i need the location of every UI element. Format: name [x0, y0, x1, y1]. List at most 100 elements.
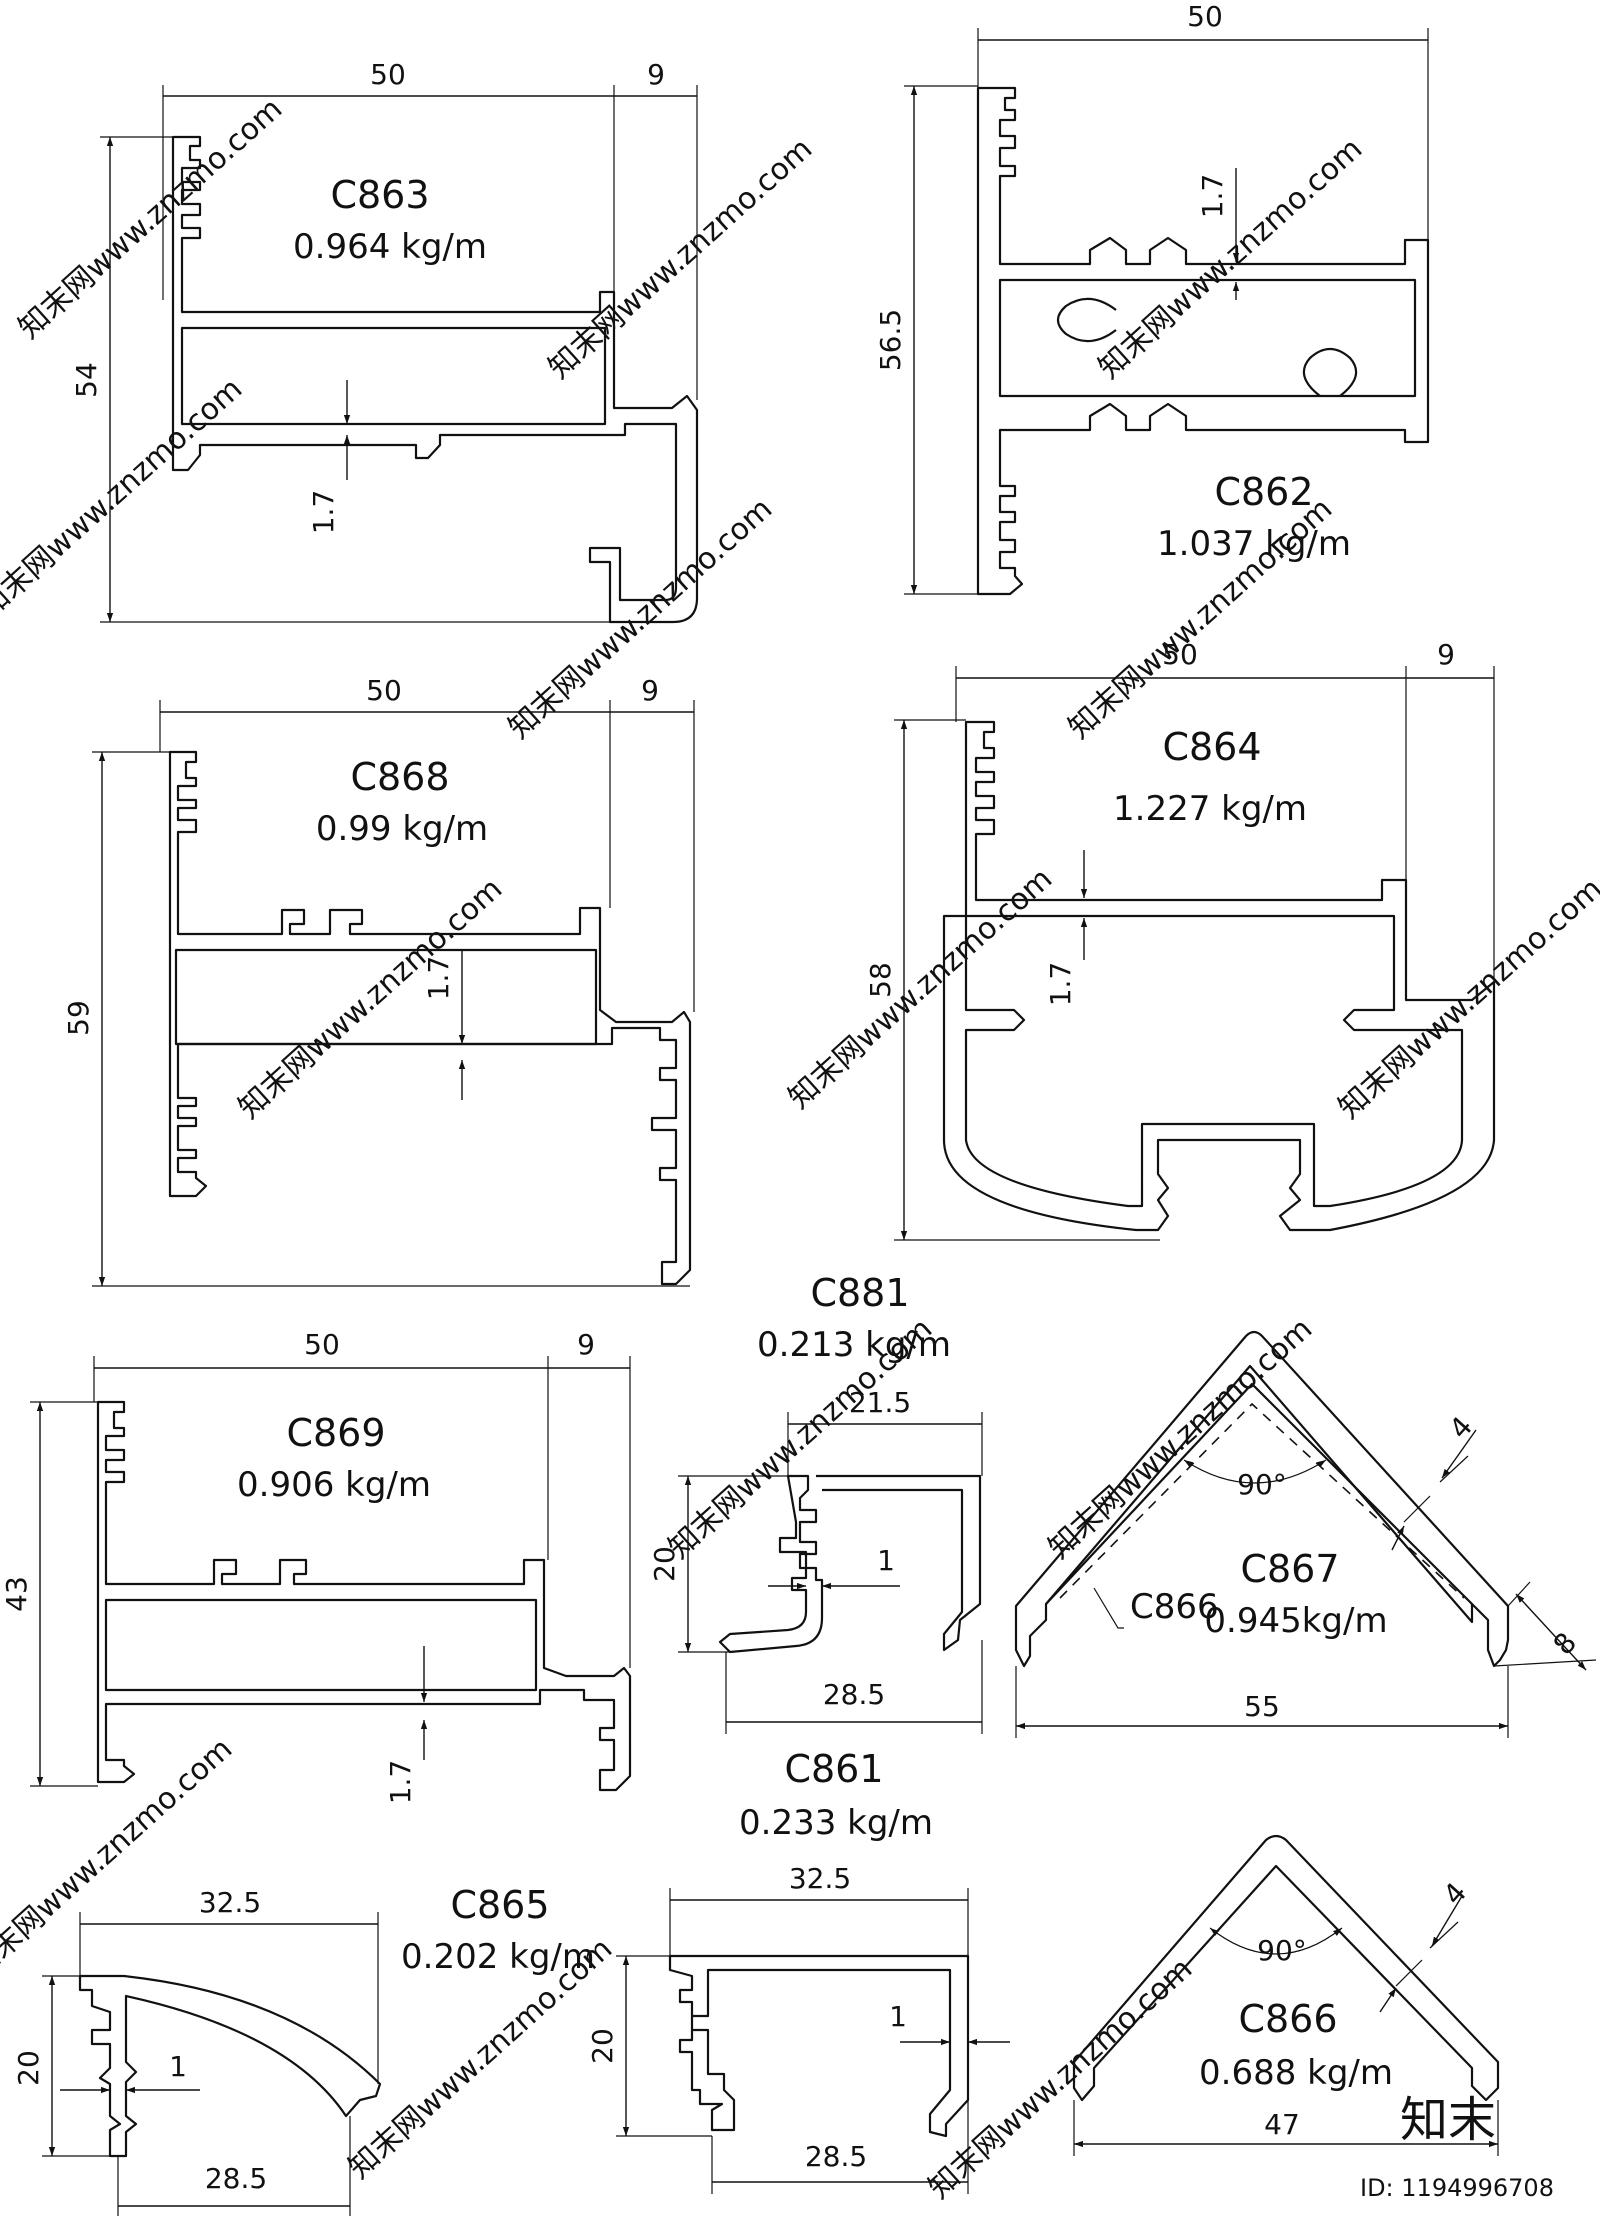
profile-slot [1302, 347, 1358, 397]
watermark-text: 知末网www.znzmo.com [1332, 871, 1600, 1126]
profile-c865: 32.5 20 1 28.5 C865 0.202 kg/m [12, 1883, 595, 2216]
watermark-text: 知末网www.znzmo.com [0, 1731, 239, 1986]
dim-width: 50 [370, 58, 406, 91]
profile-c861: 32.5 20 1 28.5 C861 0.233 kg/m [586, 1747, 1010, 2194]
watermark-text: 知末网www.znzmo.com [502, 491, 779, 746]
profile-code: C868 [350, 755, 449, 799]
profile-c867: 90° 4 8 55 C866 C867 0.945kg/m [1014, 1330, 1597, 1738]
dim-lip: 9 [577, 1328, 595, 1361]
profile-c868: 50 9 59 1.7 C868 0.99 kg/m [62, 674, 695, 1287]
callout-leader [1093, 1587, 1124, 1629]
dim-bottom: 28.5 [205, 2162, 267, 2195]
dim-top: 32.5 [199, 1886, 261, 1919]
profile-outline-top [816, 1474, 982, 1652]
profile-outline [78, 1974, 382, 2158]
profile-c862: 50 56.5 1.7 C862 1.037 kg/m [874, 0, 1430, 596]
dim-lip: 9 [1437, 638, 1455, 671]
dim-height: 59 [62, 1000, 95, 1036]
profile-hidden-c866 [1059, 1402, 1465, 1599]
profile-chamber [998, 278, 1417, 398]
ext-line [1395, 1959, 1423, 1987]
dim-line [1441, 1429, 1477, 1479]
dim-angle-arc [1209, 1927, 1343, 1955]
profile-code: C865 [450, 1883, 549, 1927]
dim-wall: 1.7 [1196, 174, 1229, 219]
profile-code: C864 [1162, 725, 1261, 769]
dim-leg: 8 [1547, 1626, 1583, 1661]
profile-slot [1056, 297, 1117, 343]
profile-outline [171, 135, 699, 624]
ext-line [1493, 1659, 1597, 1667]
dim-width: 50 [304, 1328, 340, 1361]
dim-bottom: 28.5 [805, 2140, 867, 2173]
dim-height: 20 [586, 2028, 619, 2064]
dim-width: 50 [1187, 0, 1223, 33]
profile-c881: 21.5 20 1 28.5 C881 0.213 kg/m [648, 1271, 983, 1734]
dim-line [1391, 1525, 1405, 1551]
profile-code: C867 [1240, 1547, 1339, 1591]
dim-line [1431, 1895, 1463, 1947]
profile-chamber [174, 948, 598, 1046]
profile-weight: 0.233 kg/m [739, 1803, 933, 1843]
profile-chamber [104, 1598, 538, 1692]
dim-height: 43 [0, 1576, 33, 1612]
dim-line [1515, 1593, 1587, 1671]
profile-code: C863 [330, 173, 429, 217]
profile-code: C866 [1238, 1997, 1337, 2041]
ext-line [1403, 1495, 1431, 1523]
dim-wall: 1.7 [307, 490, 340, 535]
profile-weight: 1.037 kg/m [1157, 524, 1351, 564]
brand-logo: 知末 [1400, 2092, 1496, 2148]
dim-top: 21.5 [849, 1386, 911, 1419]
dim-base: 47 [1264, 2108, 1300, 2141]
profile-outline [718, 1474, 824, 1654]
dim-height: 54 [70, 362, 103, 398]
dim-base: 55 [1244, 1690, 1280, 1723]
dim-wall: 1 [169, 2050, 187, 2083]
profile-outline [168, 750, 692, 1286]
dim-wall: 1 [889, 2000, 907, 2033]
dim-height: 56.5 [874, 309, 907, 371]
dim-lip: 9 [641, 674, 659, 707]
dim-width: 50 [1162, 638, 1198, 671]
dim-height: 20 [12, 2050, 45, 2086]
profile-code: C869 [286, 1411, 385, 1455]
profile-chamber [180, 326, 607, 426]
profile-outline [1072, 1834, 1500, 2102]
profile-c869: 50 9 43 1.7 C869 0.906 kg/m [0, 1328, 632, 1805]
dim-thick: 4 [1443, 1410, 1479, 1445]
dim-width: 50 [366, 674, 402, 707]
watermark-text: 知末网www.znzmo.com [232, 871, 509, 1126]
profile-weight: 0.213 kg/m [757, 1325, 951, 1365]
profile-code: C881 [810, 1271, 909, 1315]
watermark-text: 知末网www.znzmo.com [12, 91, 289, 346]
profile-weight: 0.964 kg/m [293, 227, 487, 267]
profile-weight: 0.906 kg/m [237, 1465, 431, 1505]
image-id: ID: 1194996708 [1360, 2174, 1554, 2202]
profile-code: C862 [1214, 470, 1313, 514]
profile-c864: 50 9 58 1.7 C864 1.227 kg/m [864, 638, 1496, 1241]
watermark-text: 知末网www.znzmo.com [1092, 131, 1369, 386]
profile-weight: 0.99 kg/m [316, 809, 488, 849]
dim-angle: 90° [1257, 1934, 1307, 1967]
dim-angle: 90° [1237, 1468, 1287, 1501]
dim-bottom: 28.5 [823, 1678, 885, 1711]
dim-thick: 4 [1437, 1876, 1473, 1911]
profile-weight: 0.688 kg/m [1199, 2053, 1393, 2093]
watermark-text: 知末网www.znzmo.com [922, 1951, 1199, 2206]
watermark-text: 知末网www.znzmo.com [0, 371, 249, 626]
dim-height: 58 [864, 962, 897, 998]
profile-chamber [964, 914, 1464, 1208]
dim-wall: 1 [877, 1544, 895, 1577]
dim-wall: 1.7 [384, 1760, 417, 1805]
profile-weight: 1.227 kg/m [1113, 789, 1307, 829]
dim-angle-arc [1183, 1459, 1327, 1484]
ext-line [1507, 1581, 1531, 1607]
profile-weight: 0.945kg/m [1204, 1601, 1387, 1641]
watermark-text: 知末网www.znzmo.com [542, 131, 819, 386]
profile-code: C861 [784, 1747, 883, 1791]
profile-outline [942, 720, 1496, 1232]
profile-outline [976, 86, 1430, 596]
profile-c863: 50 9 54 1.7 C863 0.964 kg/m [70, 58, 699, 624]
